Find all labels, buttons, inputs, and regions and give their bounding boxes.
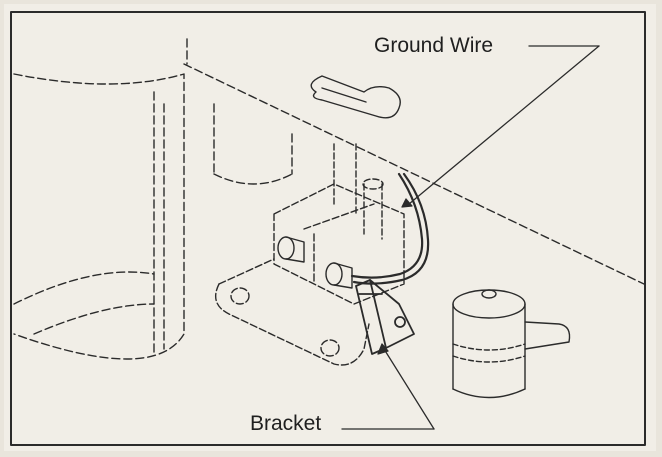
outer-border — [10, 11, 646, 446]
handle — [310, 75, 401, 119]
leader-lines — [341, 45, 600, 430]
top-plate — [183, 38, 645, 285]
bracket-label: Bracket — [250, 412, 322, 435]
machine-housing — [13, 73, 185, 360]
bolt-right — [325, 262, 353, 289]
ground-wire — [350, 172, 430, 285]
technical-illustration — [10, 11, 646, 446]
lower-arm — [215, 258, 370, 366]
ground-wire-label: Ground Wire — [374, 34, 494, 57]
cylinder-component — [452, 289, 571, 399]
bolt-left — [277, 236, 305, 263]
shaft — [333, 143, 384, 240]
diagram-frame: Ground Wire Bracket — [4, 4, 656, 451]
mounting-block — [273, 183, 405, 305]
